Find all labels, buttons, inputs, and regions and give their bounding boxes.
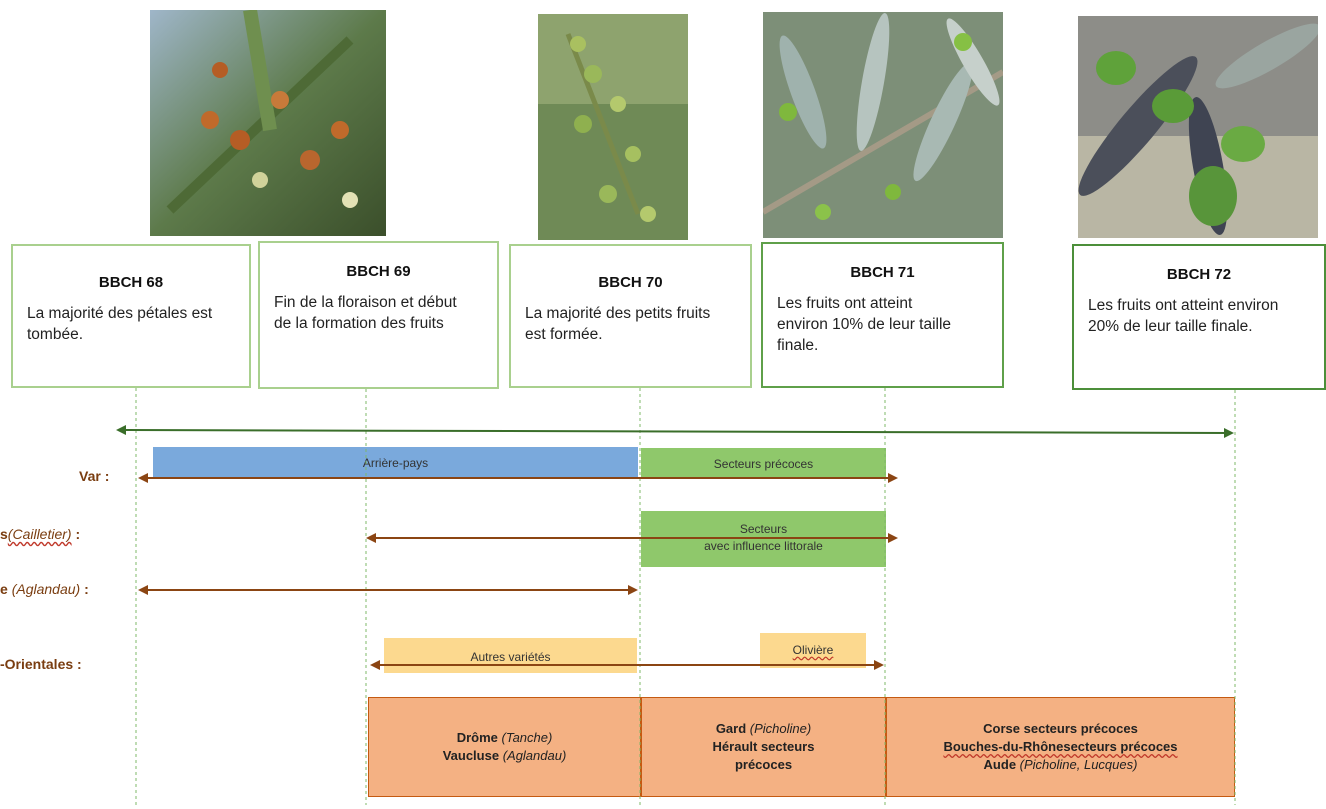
region-label-alpes-maritimes: s(Cailletier) : — [0, 526, 81, 542]
variety-name: (Aglandau) — [499, 748, 567, 763]
stage-description: Les fruits ont atteint environ 20% de le… — [1088, 297, 1279, 335]
region-name: Aude — [983, 757, 1017, 772]
photo-bbch70 — [538, 14, 688, 240]
variety-name: (Picholine) — [746, 721, 812, 736]
region-label-var: Var : — [79, 468, 110, 484]
stage-box-bbch72: BBCH 72 Les fruits ont atteint environ 2… — [1072, 244, 1326, 390]
region-text: Hérault secteurs — [712, 739, 815, 754]
stage-code: BBCH 69 — [346, 263, 411, 280]
stage-code: BBCH 68 — [98, 274, 164, 291]
stage-box-bbch70: BBCH 70 La majorité des petits fruits es… — [509, 244, 752, 388]
stage-description: Fin de la floraison et début de la forma… — [274, 294, 457, 332]
region-box-corse-bdr-aude: Corse secteurs précoces Bouches-du-Rhône… — [886, 697, 1235, 797]
region-name: Gard — [715, 721, 747, 736]
photo-bbch68 — [150, 10, 386, 236]
stage-description: La majorité des pétales est tombée. — [27, 305, 213, 343]
region-box-gard-herault: Gard (Picholine) Hérault secteurs précoc… — [641, 697, 886, 797]
photo-bbch71 — [763, 12, 1003, 238]
band-label-line1: Secteurs — [739, 522, 788, 536]
stage-code: BBCH 70 — [598, 274, 663, 291]
stage-code: BBCH 72 — [1166, 266, 1232, 283]
region-text: Bouches-du-Rhônesecteurs précoces — [943, 739, 1178, 754]
region-box-drome-vaucluse: Drôme (Tanche) Vaucluse (Aglandau) — [368, 697, 641, 797]
stage-description: La majorité des petits fruits est formée… — [525, 305, 711, 343]
stage-code: BBCH 71 — [850, 264, 915, 281]
region-name: Drôme — [456, 730, 498, 745]
region-text: Corse secteurs précoces — [983, 721, 1138, 736]
stage-description: Les fruits ont atteint environ 10% de le… — [777, 295, 952, 354]
region-text: précoces — [734, 757, 793, 772]
variety-name: (Picholine, Lucques) — [1016, 757, 1138, 772]
variety-name: (Tanche) — [497, 730, 553, 745]
region-label-pyrenees-orientales: -Orientales : — [0, 656, 82, 672]
region-name: Vaucluse — [442, 748, 500, 763]
stage-box-bbch69: BBCH 69 Fin de la floraison et début de … — [258, 241, 499, 389]
stage-box-bbch68: BBCH 68 La majorité des pétales est tomb… — [11, 244, 251, 388]
photo-bbch72 — [1078, 16, 1318, 238]
region-label-haute-provence: e (Aglandau) : — [0, 581, 89, 597]
main-timeline-arrow — [116, 425, 1234, 438]
band-arriere-pays: Arrière-pays — [153, 447, 638, 477]
stage-box-bbch71: BBCH 71 Les fruits ont atteint environ 1… — [761, 242, 1004, 388]
